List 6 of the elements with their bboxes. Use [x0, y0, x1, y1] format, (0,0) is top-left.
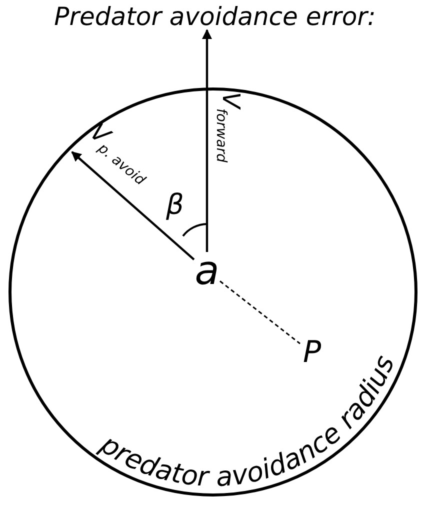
point-label: a — [194, 252, 220, 290]
dashed-line — [220, 280, 300, 344]
arrow — [202, 29, 212, 252]
title: Predator avoidance error: — [53, 2, 377, 31]
arrow — [71, 151, 195, 260]
angle-label: β — [166, 188, 184, 221]
